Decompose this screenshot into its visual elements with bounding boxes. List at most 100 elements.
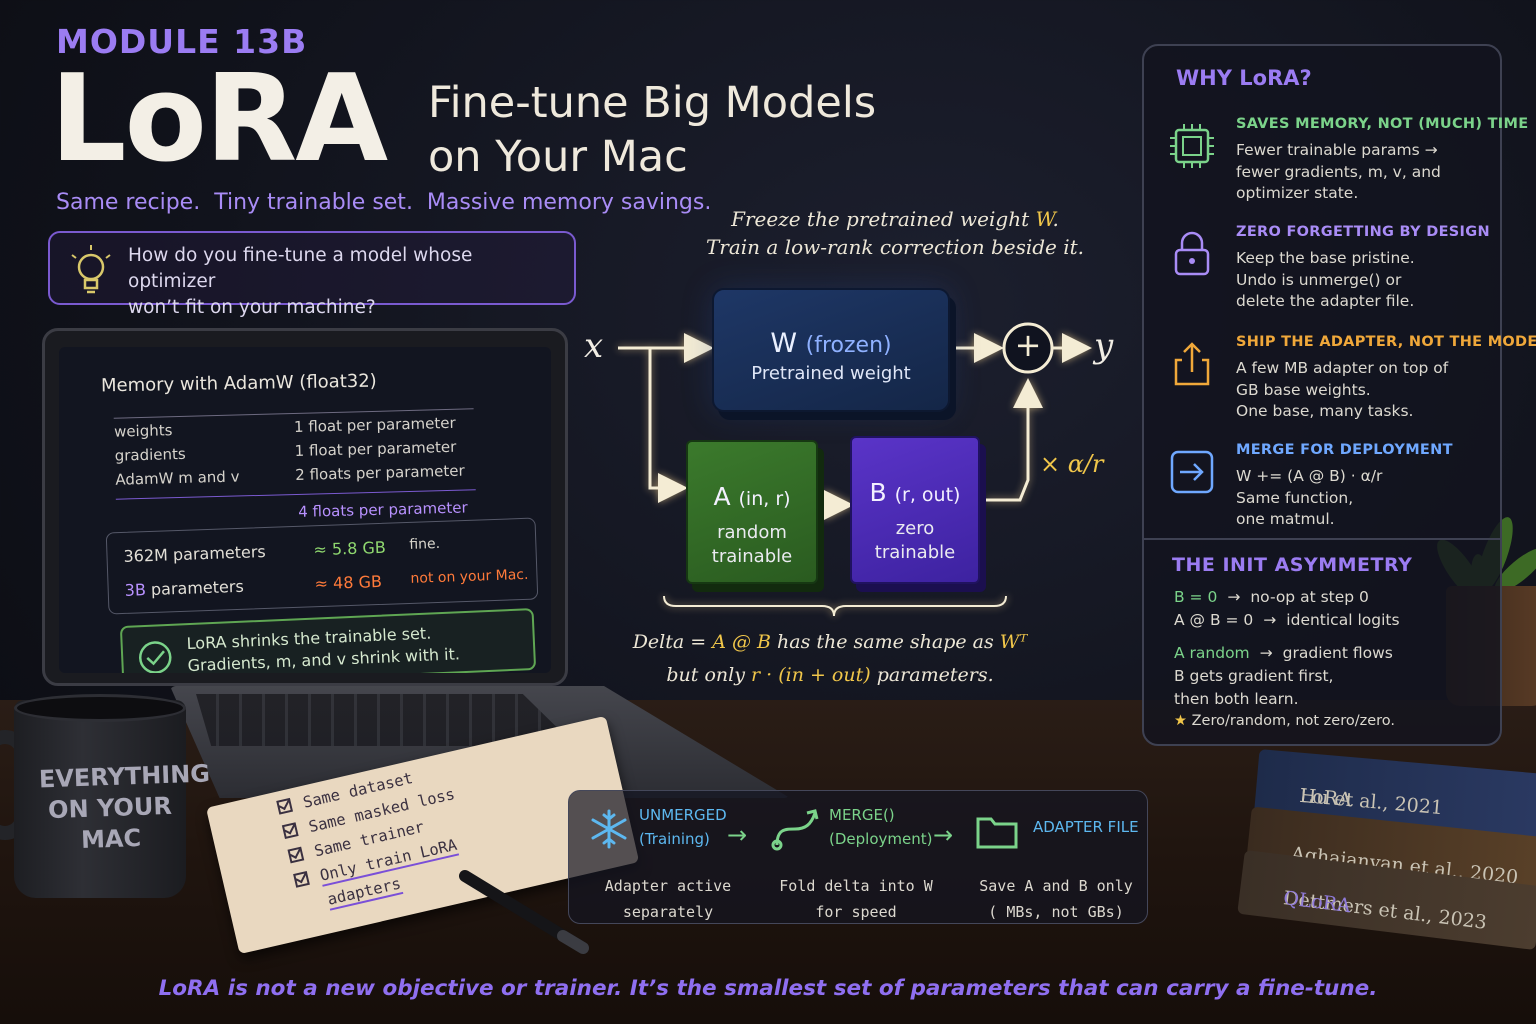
module-label: MODULE 13B (56, 22, 308, 61)
b-block-heading: B (r, out) (852, 478, 978, 507)
reason-title: ZERO FORGETTING BY DESIGN (1236, 224, 1490, 240)
subtitle-line-2: on Your Mac (428, 132, 688, 182)
b-init: zero (895, 518, 935, 539)
scale-label: × α/r (1040, 450, 1104, 478)
a-shape: (in, r) (738, 488, 791, 510)
init-list: B = 0→no-op at step 0 A @ B = 0→identica… (1174, 588, 1494, 736)
reason-line: fewer gradients, m, v, and (1236, 162, 1441, 181)
laptop: Memory with AdamW (float32) weights 1 fl… (42, 328, 568, 686)
mug (14, 700, 186, 898)
reason-line: delete the adapter file. (1236, 292, 1415, 310)
diagram-caption: Freeze the pretrained weight W. Train a … (700, 205, 1090, 261)
page-subtitle: Fine-tune Big Models on Your Mac (428, 76, 948, 184)
stage-title: ADAPTER FILE (1033, 818, 1139, 836)
plus-sign: + (1014, 326, 1042, 364)
delta-brace (663, 595, 1007, 617)
w-symbol: W (770, 328, 798, 359)
stage-desc: Save A and B only ( MBs, not GBs) (971, 873, 1141, 925)
sum-node (1002, 322, 1054, 374)
a-init: random (717, 522, 787, 543)
arrow-icon: → (1259, 644, 1273, 662)
delta-text: but only (666, 664, 751, 686)
stage-title: UNMERGED (639, 806, 727, 824)
reason-line: One base, many tasks. (1236, 402, 1414, 420)
reason-line: GB base weights. (1236, 380, 1371, 399)
init-note: ★ Zero/random, not zero/zero. (1174, 713, 1494, 736)
init-title: THE INIT ASYMMETRY (1172, 554, 1413, 576)
reason-line: A few MB adapter on top of (1236, 359, 1449, 377)
why-lora-panel: WHY LoRA? SAVES MEMORY, NOT (MUCH) TIME … (1142, 44, 1536, 746)
delta-line-1: Delta = A @ B has the same shape as Wᵀ (620, 626, 1040, 659)
delta-expr: A @ B (712, 631, 771, 653)
stage-desc-line: for speed (815, 903, 897, 921)
reason-body: Fewer trainable params → fewer gradients… (1236, 140, 1506, 205)
caption-w-symbol: W (1035, 207, 1053, 231)
init-result: gradient flows (1282, 644, 1393, 662)
book-label: Hu et al., 2021 LoRA (1278, 767, 1444, 819)
reason-line: W += (A @ B) · α/r (1236, 467, 1383, 485)
panel-divider (1144, 538, 1500, 540)
star-icon: ★ (1174, 713, 1187, 729)
w-desc: Pretrained weight (751, 363, 911, 384)
stage-title: MERGE() (829, 806, 895, 824)
delta-text: has the same shape as (770, 631, 1000, 653)
book-label: Dettmers et al., 2023 QLoRA (1262, 869, 1488, 934)
book-title: LoRA (1298, 784, 1353, 812)
pipeline-arrow: → (933, 821, 954, 849)
stage-desc-line: Fold delta into W (779, 877, 933, 895)
a-block-heading: A (in, r) (688, 482, 816, 511)
delta-wt: Wᵀ (999, 631, 1028, 653)
init-term: A @ B = 0 (1174, 611, 1254, 629)
reason-body: A few MB adapter on top of GB base weigh… (1236, 358, 1506, 423)
caption-text: Freeze the pretrained weight (731, 207, 1036, 231)
reason-body: W += (A @ B) · α/r Same function, one ma… (1236, 466, 1506, 531)
x-to-a-arrow (648, 348, 688, 503)
init-line: A random→gradient flows (1174, 644, 1494, 667)
check-circle-icon (139, 641, 172, 673)
w-block: W (frozen) Pretrained weight (712, 288, 950, 412)
stage-desc-line: Save A and B only (979, 877, 1133, 895)
stage-desc: Adapter active separately (583, 873, 753, 925)
question-text: How do you fine-tune a model whose optim… (128, 243, 558, 321)
stage-subtitle: (Training) (639, 830, 710, 848)
stage-desc: Fold delta into W for speed (763, 873, 949, 925)
a-status: trainable (711, 546, 793, 567)
b-status: trainable (874, 542, 956, 563)
delta-text: Delta = (632, 631, 713, 653)
chip-icon (1170, 124, 1214, 168)
book-title: QLoRA (1282, 887, 1352, 918)
init-line: then both learn. (1174, 690, 1299, 708)
stage-label: MERGE() (Deployment) (829, 803, 932, 851)
snowflake-icon (591, 809, 627, 849)
init-term: B = 0 (1174, 588, 1218, 606)
page-title: LoRA (50, 50, 388, 189)
delta-text: parameters. (870, 664, 994, 686)
stage-label: UNMERGED (Training) (639, 803, 727, 851)
init-line: B gets gradient first, (1174, 667, 1334, 685)
reason-line: Fewer trainable params → (1236, 141, 1438, 159)
reason-line: one matmul. (1236, 510, 1335, 528)
tagline: Same recipe. Tiny trainable set. Massive… (56, 190, 712, 215)
output-label: y (1094, 326, 1114, 366)
folder-icon (976, 817, 1018, 849)
lock-icon (1174, 231, 1210, 276)
merge-icon (771, 809, 819, 851)
lora-note-box: LoRA shrinks the trainable set. Gradient… (119, 608, 537, 673)
delta-caption: Delta = A @ B has the same shape as Wᵀ b… (620, 626, 1040, 692)
stage-desc-line: ( MBs, not GBs) (988, 903, 1124, 921)
input-label: x (584, 326, 604, 366)
b-block-desc: zero trainable (852, 517, 978, 565)
question-box: How do you fine-tune a model whose optim… (48, 231, 576, 318)
b-symbol: B (869, 478, 887, 507)
init-line: A @ B = 0→identical logits (1174, 611, 1494, 634)
reason-title: SAVES MEMORY, NOT (MUCH) TIME (1236, 116, 1529, 132)
caption-text: . (1052, 207, 1059, 231)
w-block-heading: W (frozen) (714, 328, 948, 359)
subtitle-line-1: Fine-tune Big Models (428, 78, 877, 128)
laptop-screen: Memory with AdamW (float32) weights 1 fl… (59, 347, 551, 673)
pen-icon (459, 870, 589, 954)
init-note-text: Zero/random, not zero/zero. (1191, 713, 1396, 729)
question-line-2: won’t fit on your machine? (128, 297, 376, 318)
caption-line-2: Train a low-rank correction beside it. (705, 235, 1085, 259)
